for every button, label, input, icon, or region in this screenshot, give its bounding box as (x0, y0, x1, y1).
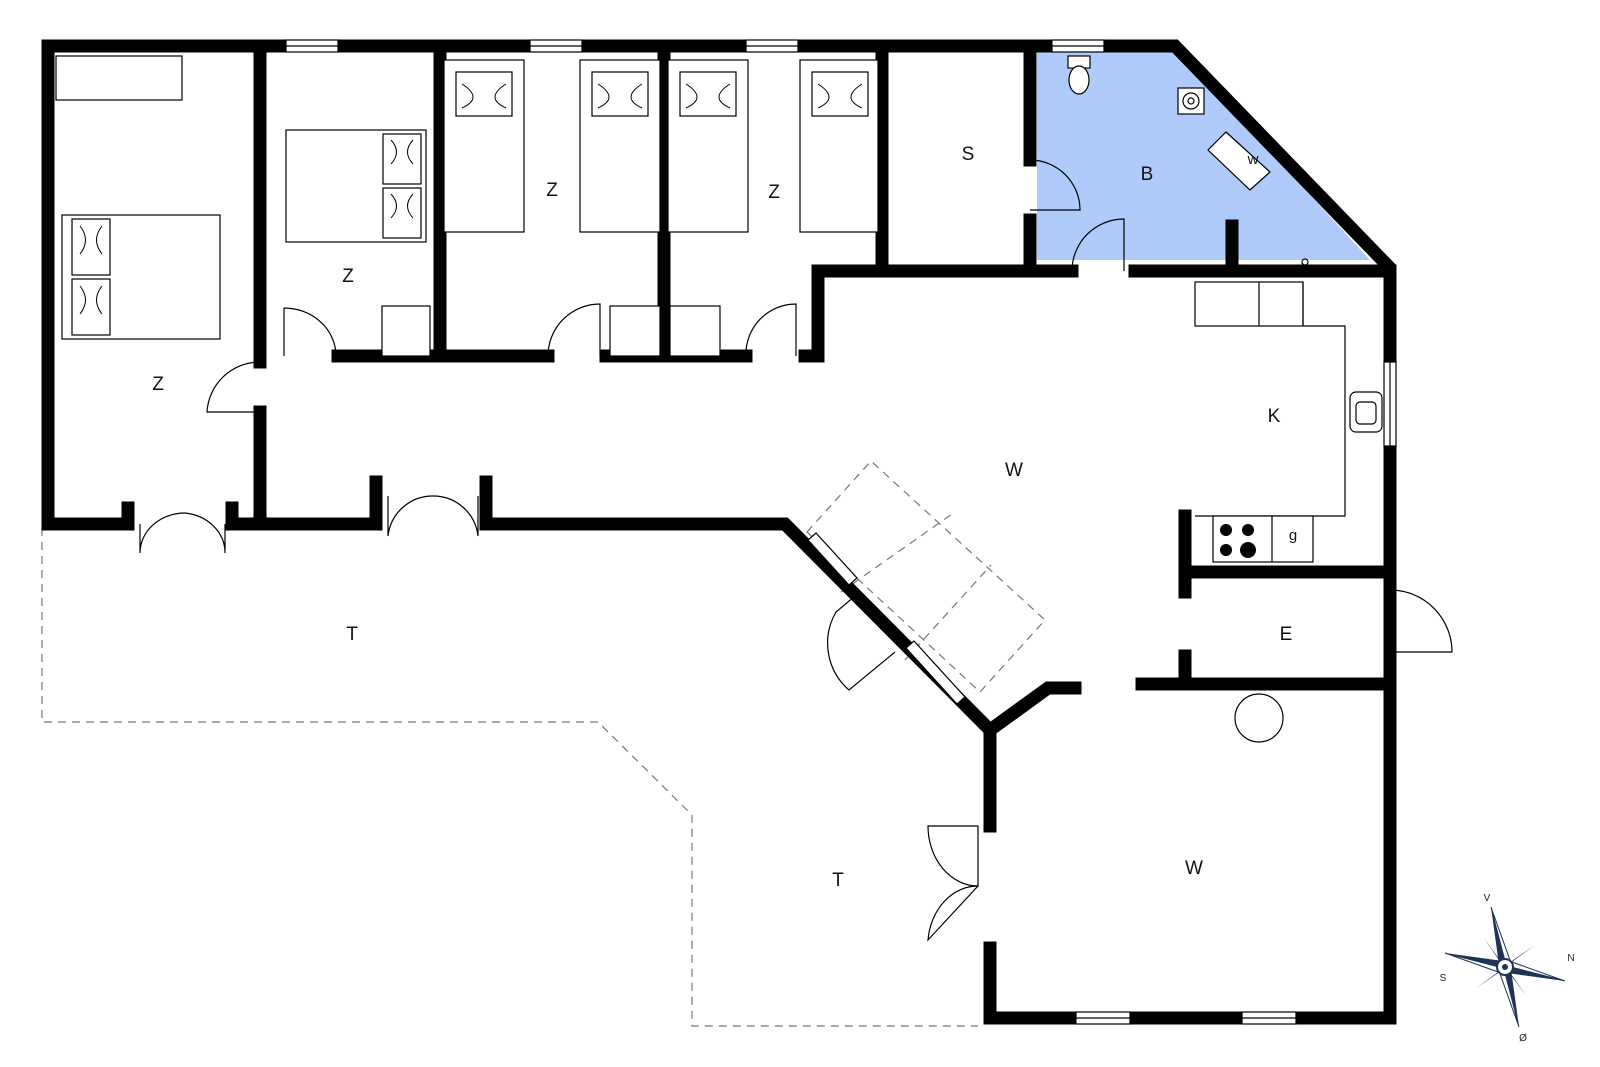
label-bedroom-2: Z (342, 266, 354, 287)
label-bedroom-4: Z (768, 182, 780, 203)
label-terrace-south: T (832, 870, 844, 891)
label-bedroom-3: Z (546, 180, 558, 201)
compass-west-label: V (1484, 893, 1491, 904)
room-labels: Z Z Z Z S B w K W E W T T g (152, 144, 1297, 891)
label-terrace-west: T (346, 624, 358, 645)
pillows (79, 83, 863, 315)
label-kitchen: K (1268, 406, 1281, 427)
furniture (55, 55, 1383, 743)
label-living-main: W (1005, 460, 1023, 481)
label-bathroom: B (1141, 164, 1154, 185)
windows (285, 39, 1397, 1025)
compass-icon: V N S Ø (1440, 893, 1575, 1044)
compass-south-label: S (1440, 973, 1447, 984)
bathroom-fill (1037, 52, 1370, 260)
doors (139, 159, 1453, 942)
label-storage: S (962, 144, 975, 165)
compass-east-label: Ø (1519, 1033, 1527, 1044)
terrace-outline (41, 460, 1046, 1027)
label-gas: g (1289, 527, 1297, 544)
label-living-second: W (1185, 858, 1203, 879)
label-entrance: E (1280, 624, 1293, 645)
stove-burners (1220, 524, 1256, 558)
label-washer: w (1247, 151, 1259, 168)
compass-north-label: N (1567, 953, 1574, 964)
walls (41, 39, 1397, 1025)
label-bedroom-1: Z (152, 374, 164, 395)
